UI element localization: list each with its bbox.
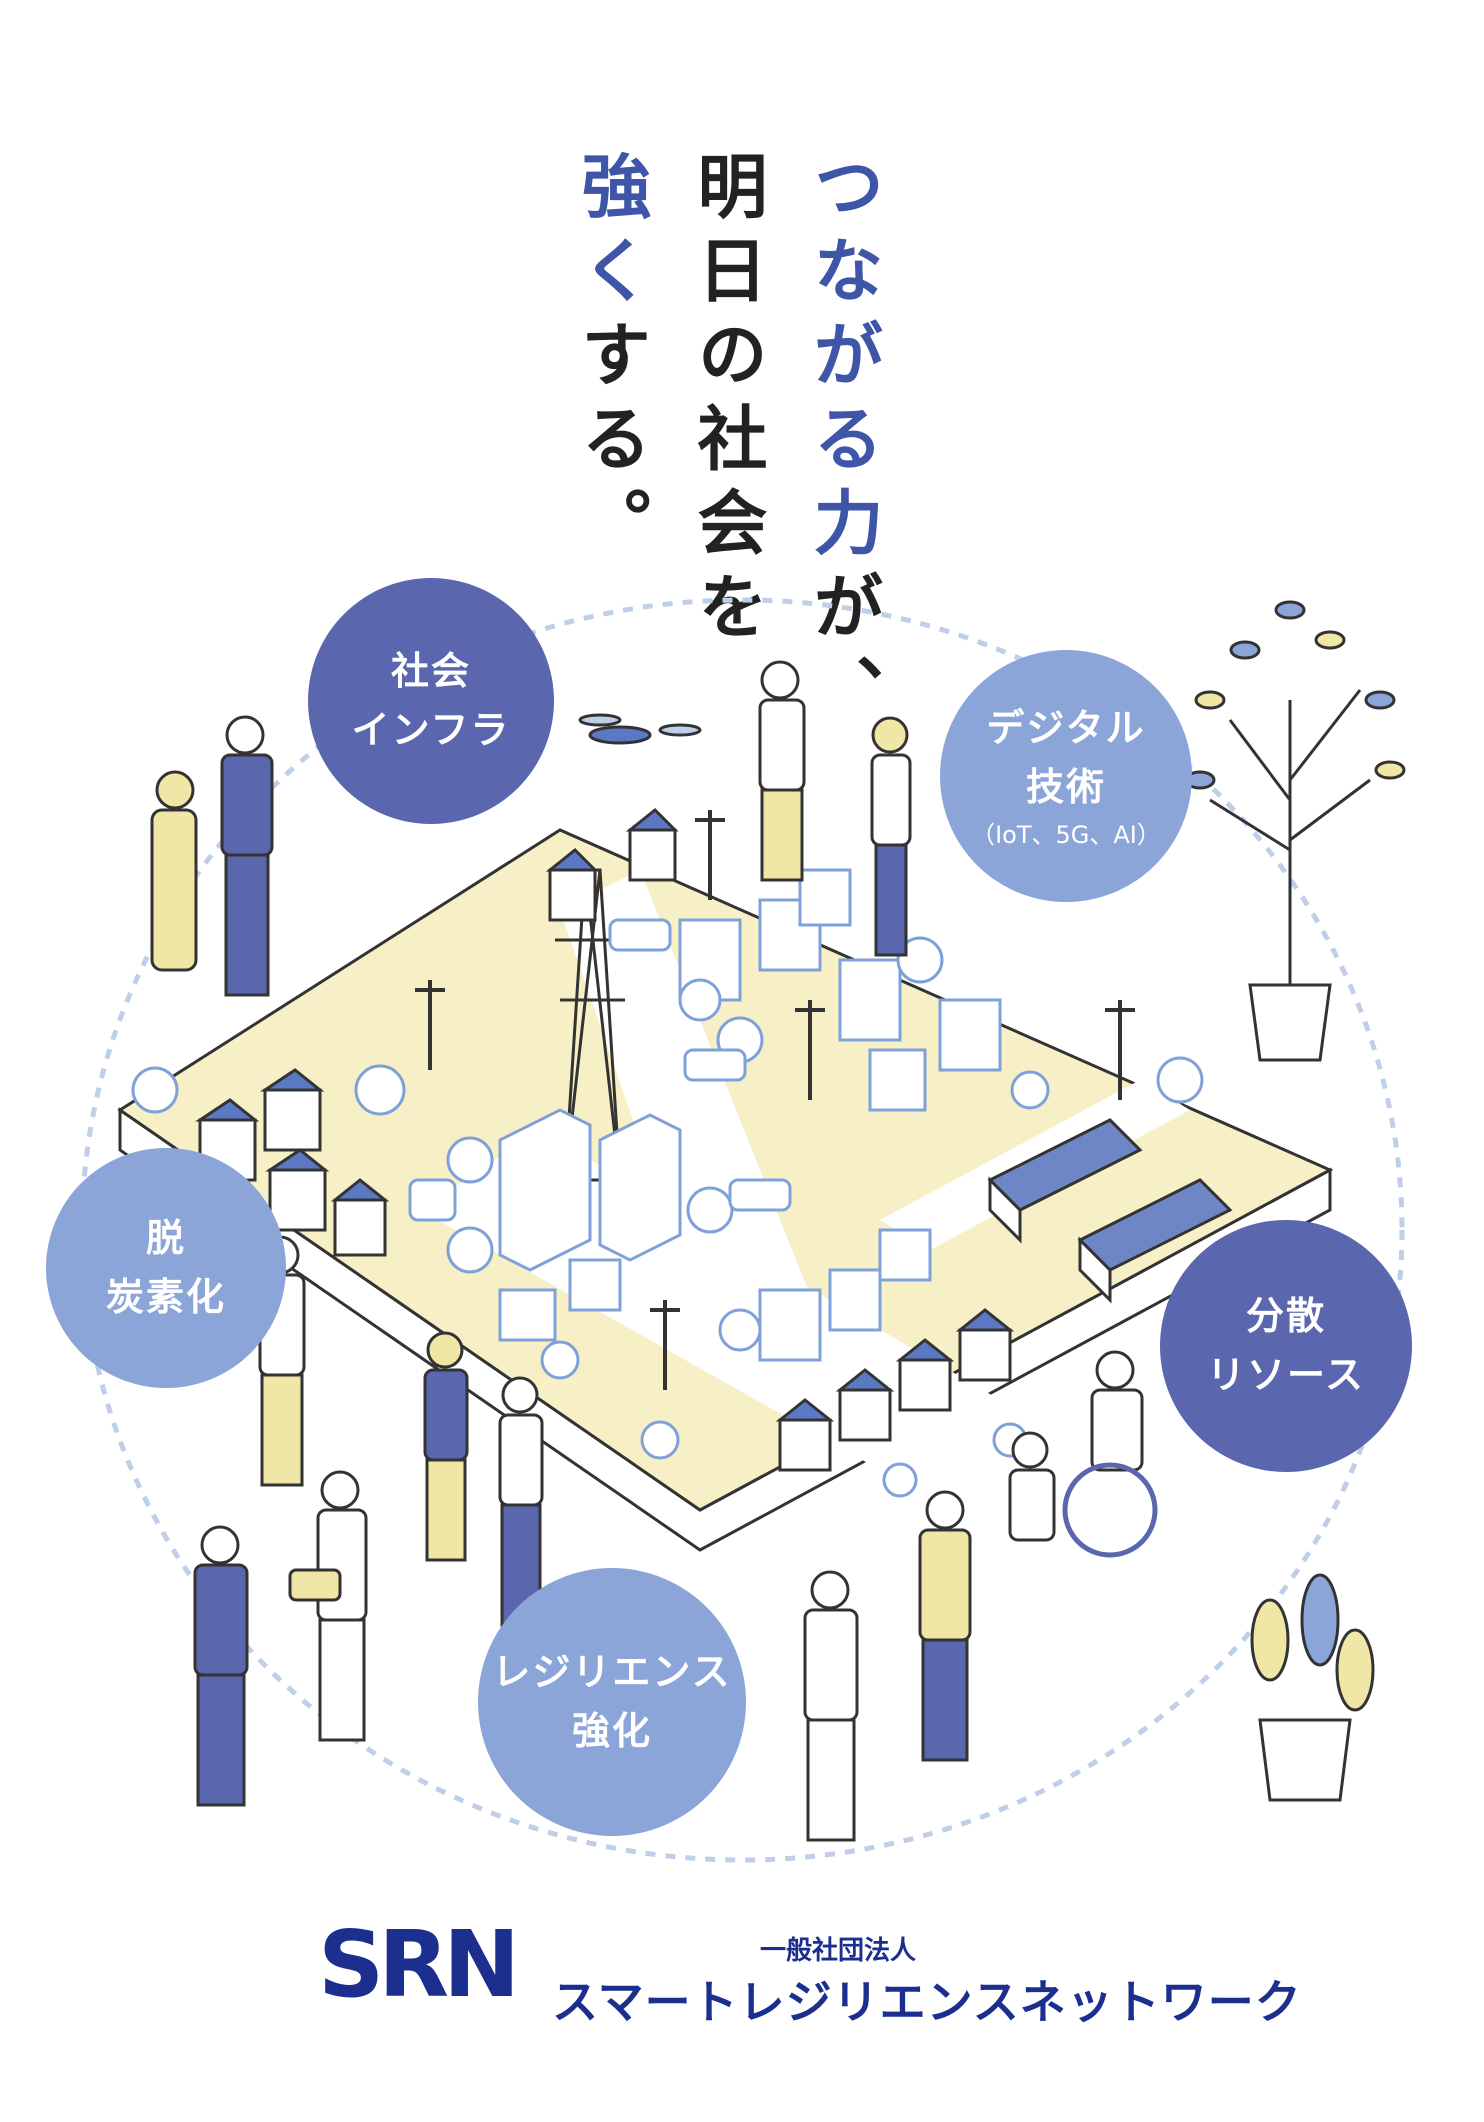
organization-type: 一般社団法人 [760,1936,917,1966]
srn-logo: SRN [318,1918,518,2008]
headline-column-3: 強くする。 [570,150,652,570]
headline-rest-1: が、 [802,570,884,738]
office-buildings [498,868,1002,1362]
headline-highlight-connect: つながる力 [802,150,884,570]
potted-tree [1184,600,1406,1062]
bubble-distributed-resources: 分散 リソース [1160,1220,1412,1472]
houses-with-solar [195,807,1015,1472]
utility-poles [415,810,1135,1390]
headline-column-1: つながる力が、 [802,150,884,738]
headline-rest-3: する。 [570,318,652,570]
svg-text:SRN: SRN [318,1918,514,2008]
platform-trees [131,936,1204,1498]
solar-greenhouses [987,1118,1233,1304]
headline-highlight-strong: 強く [570,150,652,318]
electric-cars [408,918,792,1222]
organization-name: スマートレジリエンスネットワーク [552,1975,1302,2029]
headline-column-2: 明日の社会を [686,150,768,654]
bubble-digital-technology: デジタル 技術 （IoT、5G、AI） [940,650,1192,902]
bubble-resilience: レジリエンス 強化 [478,1568,746,1836]
potted-plant [1250,1573,1375,1802]
bubble-social-infrastructure: 社会 インフラ [308,578,554,824]
drone [578,713,702,745]
people [150,660,1158,1842]
bubble-decarbonization: 脱 炭素化 [46,1148,286,1388]
